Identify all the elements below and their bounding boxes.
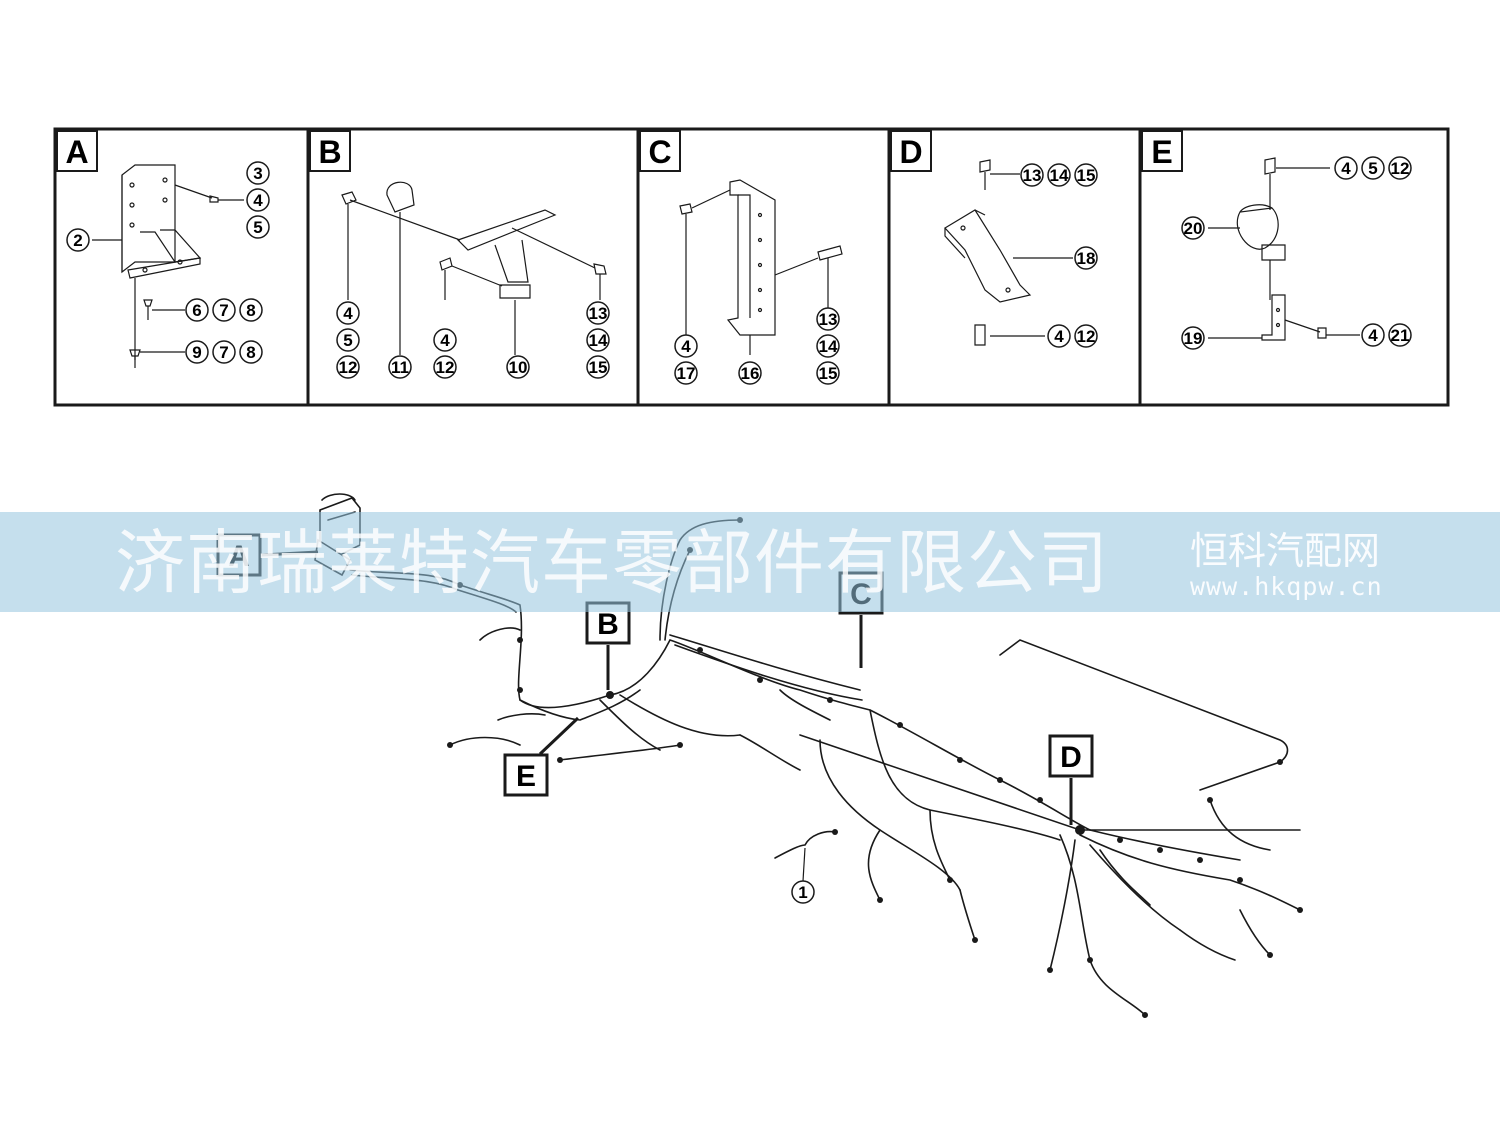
watermark-band — [0, 512, 1500, 612]
svg-text:A: A — [65, 134, 88, 170]
main-callout-1: 1 — [791, 847, 815, 904]
svg-text:5: 5 — [343, 331, 352, 350]
callout-6: 6 — [192, 301, 201, 320]
callout-4: 4 — [253, 191, 263, 210]
svg-text:20: 20 — [1184, 219, 1203, 238]
panel-letter-e: E — [1141, 130, 1183, 172]
callout-7b: 7 — [219, 343, 228, 362]
panel-c-callouts: 4 17 16 13 14 15 — [674, 307, 840, 385]
callout-9: 9 — [192, 343, 201, 362]
svg-text:21: 21 — [1391, 326, 1410, 345]
panel-e-callouts: 4 5 12 20 19 4 21 — [1181, 156, 1412, 350]
callout-2: 2 — [73, 231, 82, 250]
svg-text:1: 1 — [798, 883, 807, 902]
svg-text:E: E — [1151, 134, 1172, 170]
svg-text:12: 12 — [1077, 327, 1096, 346]
svg-text:4: 4 — [343, 304, 353, 323]
panel-c-parts — [679, 179, 843, 355]
svg-text:E: E — [516, 760, 536, 793]
callout-3: 3 — [253, 164, 262, 183]
panel-letter-d: D — [890, 130, 932, 172]
svg-text:14: 14 — [819, 337, 838, 356]
watermark-site-name: 恒科汽配网 — [1190, 529, 1381, 573]
svg-text:4: 4 — [1368, 326, 1378, 345]
svg-text:12: 12 — [436, 358, 455, 377]
detail-panels — [53, 127, 1450, 407]
svg-text:4: 4 — [440, 331, 450, 350]
main-label-d: D — [1048, 734, 1094, 825]
svg-text:B: B — [597, 608, 619, 641]
svg-text:12: 12 — [339, 358, 358, 377]
svg-text:12: 12 — [1391, 159, 1410, 178]
callout-5: 5 — [253, 218, 262, 237]
svg-text:4: 4 — [1054, 327, 1064, 346]
svg-text:19: 19 — [1184, 329, 1203, 348]
panel-letter-b: B — [309, 130, 351, 172]
svg-text:15: 15 — [589, 358, 608, 377]
panel-b-parts — [341, 181, 607, 355]
panel-a-bracket — [92, 164, 244, 368]
svg-text:5: 5 — [1368, 159, 1377, 178]
svg-text:13: 13 — [819, 310, 838, 329]
svg-text:17: 17 — [677, 364, 696, 383]
svg-text:18: 18 — [1077, 249, 1096, 268]
svg-text:14: 14 — [1050, 166, 1069, 185]
svg-text:D: D — [1060, 741, 1082, 774]
svg-text:15: 15 — [1077, 166, 1096, 185]
main-label-e: E — [503, 716, 580, 797]
panel-e-parts — [1208, 157, 1360, 341]
svg-text:B: B — [318, 134, 341, 170]
svg-text:16: 16 — [741, 364, 760, 383]
svg-text:4: 4 — [1341, 159, 1351, 178]
svg-text:10: 10 — [509, 358, 528, 377]
svg-text:C: C — [648, 134, 671, 170]
callout-7: 7 — [219, 301, 228, 320]
svg-text:4: 4 — [681, 337, 691, 356]
main-label-b: B — [585, 601, 631, 690]
watermark-url: www.hkqpw.cn — [1190, 572, 1383, 601]
svg-text:14: 14 — [589, 331, 608, 350]
panel-b-callouts: 4 5 12 11 4 12 10 13 14 15 — [336, 301, 610, 379]
svg-text:13: 13 — [589, 304, 608, 323]
callout-8: 8 — [246, 301, 255, 320]
svg-text:15: 15 — [819, 364, 838, 383]
panel-letter-c: C — [639, 130, 681, 172]
panel-d-callouts: 13 14 15 18 4 12 — [1020, 163, 1098, 348]
svg-text:D: D — [899, 134, 922, 170]
svg-text:11: 11 — [391, 358, 409, 377]
panel-d-parts — [944, 159, 1073, 346]
callout-8b: 8 — [246, 343, 255, 362]
panel-a-callouts: 3 4 5 2 6 7 8 9 7 8 — [66, 161, 270, 364]
panel-letter-a: A — [56, 130, 98, 172]
watermark-company-name: 济南瑞莱特汽车零部件有限公司 — [115, 522, 1109, 604]
svg-text:13: 13 — [1023, 166, 1042, 185]
